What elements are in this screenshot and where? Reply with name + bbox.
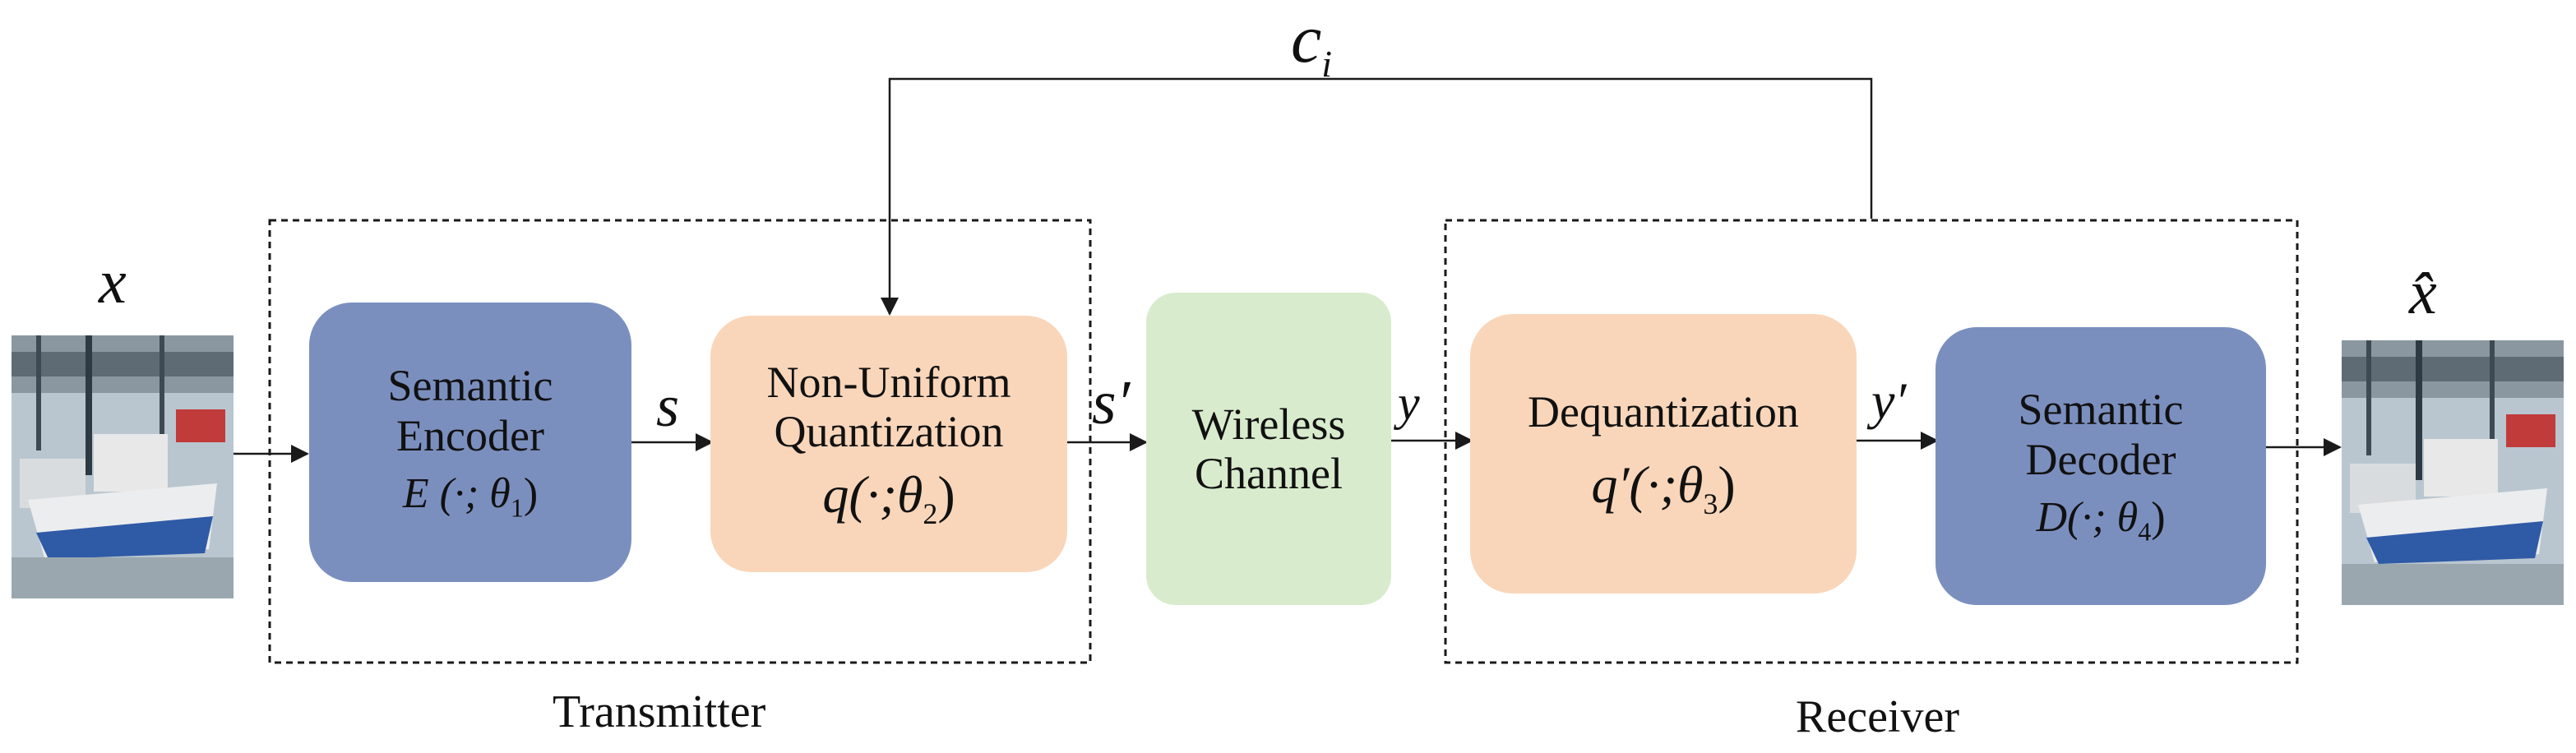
y-label: y	[1398, 376, 1420, 430]
dequantization-func-close: )	[1718, 455, 1736, 514]
dequantization-func-text: q′(·;θ	[1591, 455, 1704, 514]
dequantization-func-sub: 3	[1703, 487, 1718, 520]
c-i-label: ci	[1291, 5, 1332, 83]
receiver-label: Receiver	[1796, 691, 1959, 742]
boat-image-icon	[12, 335, 234, 598]
dequantization-function: q′(·;θ3)	[1591, 455, 1735, 520]
semantic-encoder-function: E (·; θ1)	[403, 470, 538, 523]
quantization-func-sub: 2	[923, 497, 938, 530]
quantization-function: q(·;θ2)	[822, 465, 955, 530]
dequantization-line1: Dequantization	[1528, 387, 1799, 437]
semantic-decoder-line1: Semantic	[2018, 385, 2184, 435]
quantization-block: Non-Uniform Quantization q(·;θ2)	[710, 316, 1067, 572]
semantic-decoder-line2: Decoder	[2025, 434, 2176, 484]
semantic-encoder-block: Semantic Encoder E (·; θ1)	[309, 303, 631, 582]
encoder-func-sub: 1	[510, 492, 524, 523]
semantic-decoder-function: D(·; θ4)	[2036, 494, 2165, 547]
x-label: x	[99, 247, 127, 316]
channel-line1: Wireless	[1191, 399, 1346, 449]
feedback-path	[881, 77, 1873, 316]
y-prime-label: y′	[1871, 372, 1907, 430]
s-label: s	[656, 373, 680, 439]
semantic-encoder-line1: Semantic	[387, 361, 553, 411]
boat-image-icon	[2342, 340, 2564, 605]
x-hat-label: x̂	[2409, 258, 2437, 327]
quantization-func-text: q(·;θ	[822, 464, 923, 524]
quantization-func-close: )	[937, 464, 955, 524]
decoder-func-close: )	[2151, 494, 2166, 542]
encoder-func-text: E (·; θ	[402, 470, 511, 518]
encoder-func-close: )	[523, 470, 539, 518]
c-label-sub: i	[1321, 42, 1333, 85]
transmitter-label: Transmitter	[553, 686, 766, 737]
input-image	[12, 335, 234, 598]
dequantization-block: Dequantization q′(·;θ3)	[1470, 314, 1857, 594]
c-label-letter: c	[1291, 1, 1322, 77]
output-image	[2342, 340, 2564, 605]
decoder-func-text: D(·; θ	[2036, 494, 2139, 542]
decoder-func-sub: 4	[2138, 516, 2152, 547]
receiver-group	[1444, 219, 2299, 664]
wireless-channel-block: Wireless Channel	[1146, 293, 1391, 605]
quantization-line1: Non-Uniform	[766, 357, 1011, 407]
quantization-line2: Quantization	[774, 407, 1004, 457]
semantic-decoder-block: Semantic Decoder D(·; θ4)	[1935, 327, 2266, 605]
semantic-encoder-line2: Encoder	[396, 410, 544, 460]
channel-line2: Channel	[1195, 449, 1343, 498]
s-prime-label: s′	[1092, 368, 1131, 437]
